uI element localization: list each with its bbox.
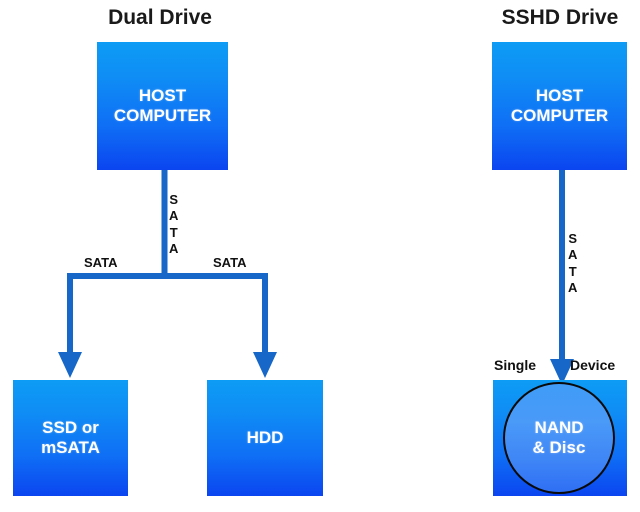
panel-title-sshd-drive: SSHD Drive: [501, 6, 619, 29]
nand-disc-circle: NAND & Disc: [503, 382, 615, 494]
sshd-box: NAND & Disc: [493, 380, 627, 496]
host-computer-box-right: HOST COMPUTER: [492, 42, 627, 170]
sata-label-hdd-branch: SATA: [213, 255, 247, 270]
host-computer-box-left: HOST COMPUTER: [97, 42, 228, 170]
ssd-msata-label: SSD or mSATA: [41, 417, 100, 457]
hdd-label: HDD: [246, 427, 284, 447]
sata-letter: A: [568, 279, 578, 295]
arrowhead-hdd: [253, 352, 277, 378]
sata-label-ssd-branch: SATA: [84, 255, 118, 270]
sata-letter: A: [568, 247, 578, 263]
panel-title-dual-drive: Dual Drive: [108, 6, 212, 29]
host-computer-label-right: HOST COMPUTER: [510, 85, 609, 125]
host-computer-label-left: HOST COMPUTER: [113, 85, 212, 125]
device-label-text: Device: [570, 357, 616, 373]
single-label: Single: [494, 357, 537, 373]
sata-letter: S: [568, 231, 578, 246]
sata-vertical-label-left: S A T A: [169, 192, 178, 257]
sata-letter: A: [169, 240, 179, 256]
sata-vertical-label-right: S A T A: [568, 231, 577, 296]
sata-letter: T: [169, 224, 178, 240]
nand-disc-label: NAND & Disc: [532, 417, 586, 457]
sata-letter: S: [169, 192, 179, 207]
sata-letter: A: [169, 208, 179, 224]
ssd-msata-box: SSD or mSATA: [13, 380, 128, 496]
arrowhead-ssd: [58, 352, 82, 378]
hdd-box: HDD: [207, 380, 323, 496]
sata-letter: T: [568, 263, 577, 279]
